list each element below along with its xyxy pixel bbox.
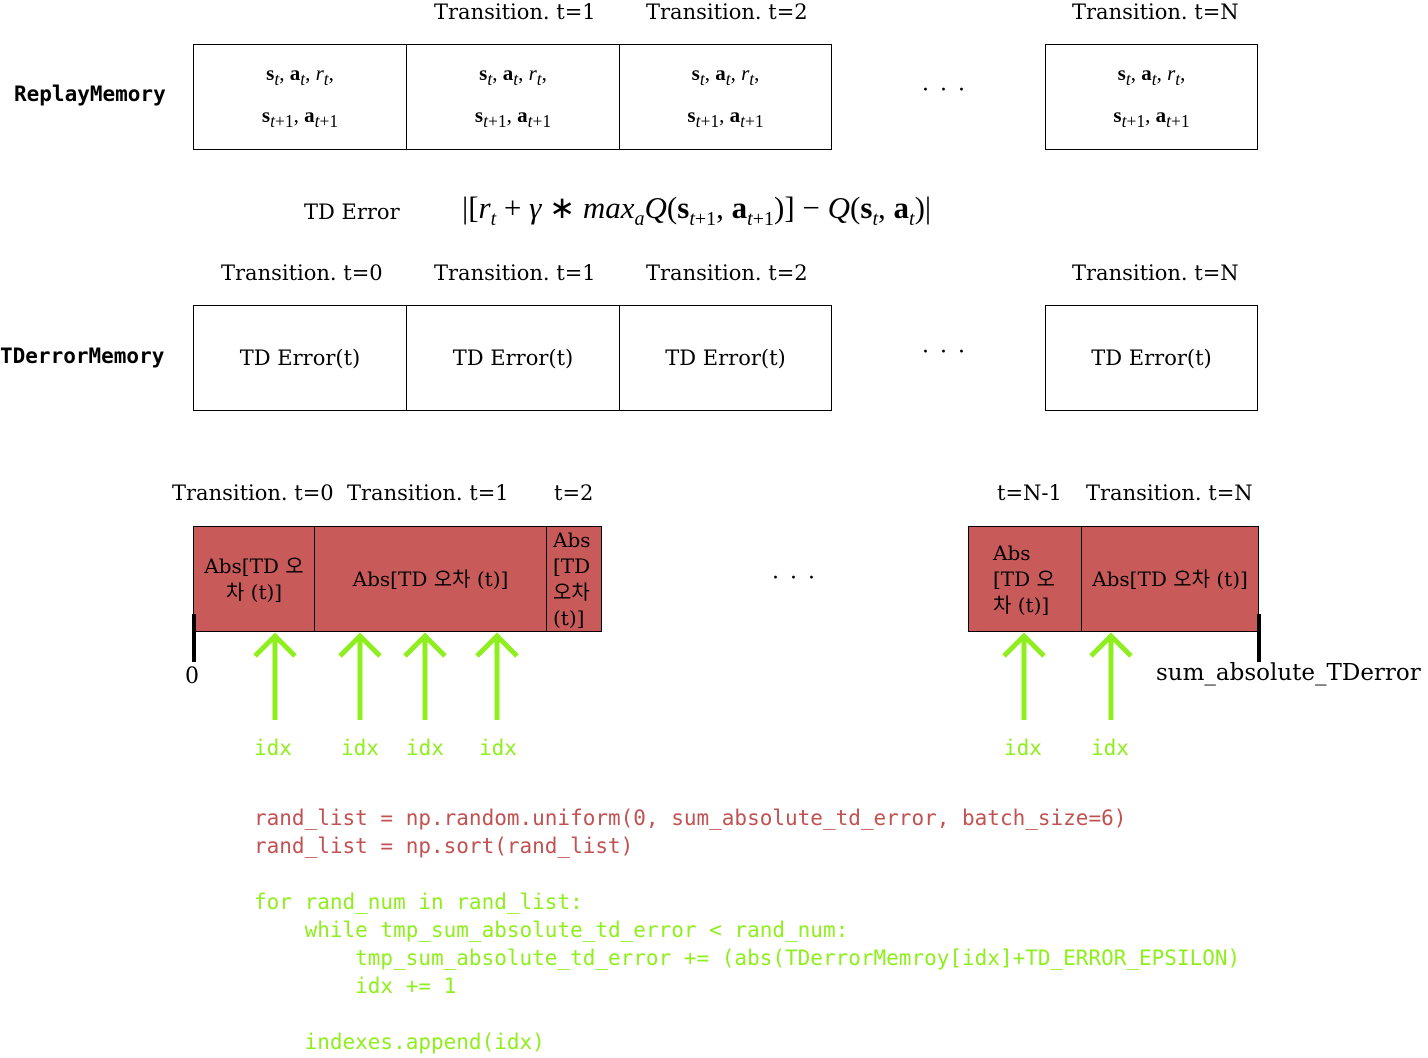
td-error-cell: TD Error(t) [1045, 305, 1258, 411]
zero-label: 0 [185, 664, 199, 689]
replay-cell: st, at, rt,st+1, at+1 [406, 44, 620, 150]
tdmem-header-t1: Transition. t=1 [434, 261, 596, 285]
sum-tick [1257, 614, 1261, 662]
code-line: rand_list = np.sort(rand_list) [254, 834, 634, 858]
tdmem-ellipsis: · · · [922, 340, 967, 365]
abs-td-error-segment: Abs[TD 오차 (t)] [193, 526, 315, 632]
code-line: indexes.append(idx) [254, 1030, 545, 1054]
replay-memory-label: ReplayMemory [14, 82, 166, 106]
tdmem-header-t0: Transition. t=0 [221, 261, 383, 285]
abs-td-error-segment: Abs [TD 오 차 (t)] [968, 526, 1082, 632]
idx-arrow [1002, 632, 1046, 720]
tdmem-header-tn: Transition. t=N [1072, 261, 1239, 285]
bar-header-t0: Transition. t=0 [172, 481, 334, 505]
replay-ellipsis: · · · [922, 78, 967, 103]
sum-absolute-tderror-label: sum_absolute_TDerror [1156, 660, 1421, 686]
idx-arrow [403, 632, 447, 720]
bar-header-t1: Transition. t=1 [347, 481, 509, 505]
idx-label: idx [406, 736, 444, 760]
code-line: idx += 1 [254, 974, 457, 998]
code-line: for rand_num in rand_list: [254, 890, 583, 914]
idx-arrow [253, 632, 297, 720]
idx-label: idx [1091, 736, 1129, 760]
code-line: while tmp_sum_absolute_td_error < rand_n… [254, 918, 849, 942]
abs-td-error-segment: Abs [TD 오차 (t)] [546, 526, 602, 632]
idx-arrows [253, 632, 1133, 720]
bar-ellipsis: · · · [772, 566, 817, 591]
td-error-label: TD Error [304, 200, 400, 224]
idx-label: idx [254, 736, 292, 760]
td-error-cell: TD Error(t) [193, 305, 407, 411]
code-line: tmp_sum_absolute_td_error += (abs(TDerro… [254, 946, 1241, 970]
tdmem-header-t2: Transition. t=2 [646, 261, 808, 285]
replay-header-tn: Transition. t=N [1072, 0, 1239, 24]
td-error-cell: TD Error(t) [619, 305, 832, 411]
idx-label: idx [341, 736, 379, 760]
idx-arrow [1089, 632, 1133, 720]
idx-label: idx [479, 736, 517, 760]
bar-header-tn-1: t=N-1 [997, 481, 1062, 505]
replay-cell: st, at, rt,st+1, at+1 [1045, 44, 1258, 150]
replay-header-t1: Transition. t=1 [434, 0, 596, 24]
td-error-cell: TD Error(t) [406, 305, 620, 411]
bar-header-tn: Transition. t=N [1086, 481, 1253, 505]
zero-tick [192, 614, 196, 662]
idx-arrow [338, 632, 382, 720]
idx-label: idx [1004, 736, 1042, 760]
idx-arrow [475, 632, 519, 720]
td-error-formula: |[rt + γ ∗ maxaQ(st+1, at+1)] − Q(st, at… [462, 190, 932, 231]
bar-header-t2: t=2 [554, 481, 594, 505]
td-error-memory-label: TDerrorMemory [0, 344, 165, 368]
replay-header-t2: Transition. t=2 [646, 0, 808, 24]
code-line: rand_list = np.random.uniform(0, sum_abs… [254, 806, 1127, 830]
replay-cell: st, at, rt,st+1, at+1 [193, 44, 407, 150]
replay-cell: st, at, rt,st+1, at+1 [619, 44, 832, 150]
abs-td-error-segment: Abs[TD 오차 (t)] [1081, 526, 1259, 632]
